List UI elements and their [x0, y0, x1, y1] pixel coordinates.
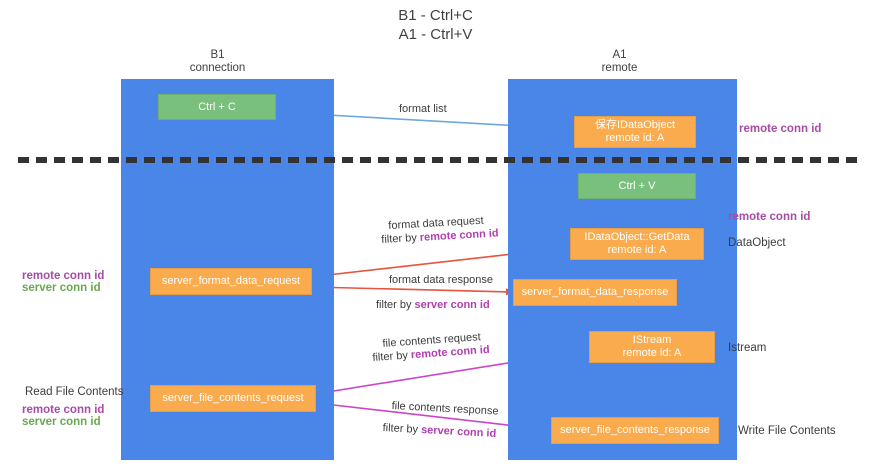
annotation-dataobject: DataObject: [728, 237, 786, 249]
annotation-left-bottom-remote-conn-id: remote conn id: [22, 404, 105, 416]
annotation-write-file-contents: Write File Contents: [738, 425, 836, 437]
node-idataobject-getdata[interactable]: IDataObject::GetData remote id: A: [570, 228, 704, 260]
edge-format-data-response: [311, 286, 514, 296]
column-header-left-role: connection: [189, 62, 246, 74]
node-server-file-contents-request[interactable]: server_file_contents_request: [150, 385, 316, 412]
node-istream-line1: IStream: [632, 334, 672, 346]
page-title: B1 - Ctrl+C A1 - Ctrl+V: [0, 6, 871, 44]
node-idataobject[interactable]: 保存IDataObject remote id: A: [574, 116, 696, 148]
annotation-istream: Istream: [728, 342, 767, 354]
node-istream-line2: remote id: A: [622, 347, 682, 359]
node-idataobject-line2: remote id: A: [605, 132, 665, 144]
filter-prefix: filter by: [376, 299, 415, 311]
node-idataobject-line1: 保存IDataObject: [594, 119, 676, 131]
column-header-left: B1 connection: [150, 49, 285, 75]
node-ctrl-c[interactable]: Ctrl + C: [158, 94, 276, 120]
node-getdata-line1: IDataObject::GetData: [584, 231, 690, 243]
node-istream[interactable]: IStream remote id: A: [589, 331, 715, 363]
edge-label-format-list: format list: [399, 103, 447, 115]
node-getdata-line2: remote id: A: [607, 244, 667, 256]
title-line-2: A1 - Ctrl+V: [398, 26, 473, 43]
filter-prefix: filter by: [381, 231, 421, 246]
filter-key-server-conn-id: server conn id: [414, 299, 490, 311]
node-server-format-data-response[interactable]: server_format_data_response: [513, 279, 677, 306]
annotation-right-mid-remote-conn-id: remote conn id: [728, 211, 811, 223]
column-header-right-name: A1: [612, 49, 627, 61]
column-header-left-name: B1: [210, 49, 225, 61]
filter-prefix: filter by: [382, 421, 422, 436]
annotation-left-server-conn-id: server conn id: [22, 282, 101, 294]
annotation-left-bottom-server-conn-id: server conn id: [22, 416, 101, 428]
node-ctrl-v[interactable]: Ctrl + V: [578, 173, 696, 199]
column-header-right-role: remote: [601, 62, 638, 74]
title-line-1: B1 - Ctrl+C: [398, 7, 473, 24]
filter-key-server-conn-id: server conn id: [420, 424, 497, 440]
annotation-left-remote-conn-id: remote conn id: [22, 270, 105, 282]
annotation-right-top-remote-conn-id: remote conn id: [739, 123, 822, 135]
annotation-read-file-contents: Read File Contents: [25, 386, 124, 398]
filter-prefix: filter by: [372, 349, 412, 364]
node-server-file-contents-response[interactable]: server_file_contents_response: [551, 417, 719, 444]
edge-label-format-data-response-filter: filter by server conn id: [376, 298, 490, 312]
column-header-right: A1 remote: [552, 49, 687, 75]
edge-label-format-data-response: format data response: [389, 274, 493, 286]
node-server-format-data-request[interactable]: server_format_data_request: [150, 268, 312, 295]
